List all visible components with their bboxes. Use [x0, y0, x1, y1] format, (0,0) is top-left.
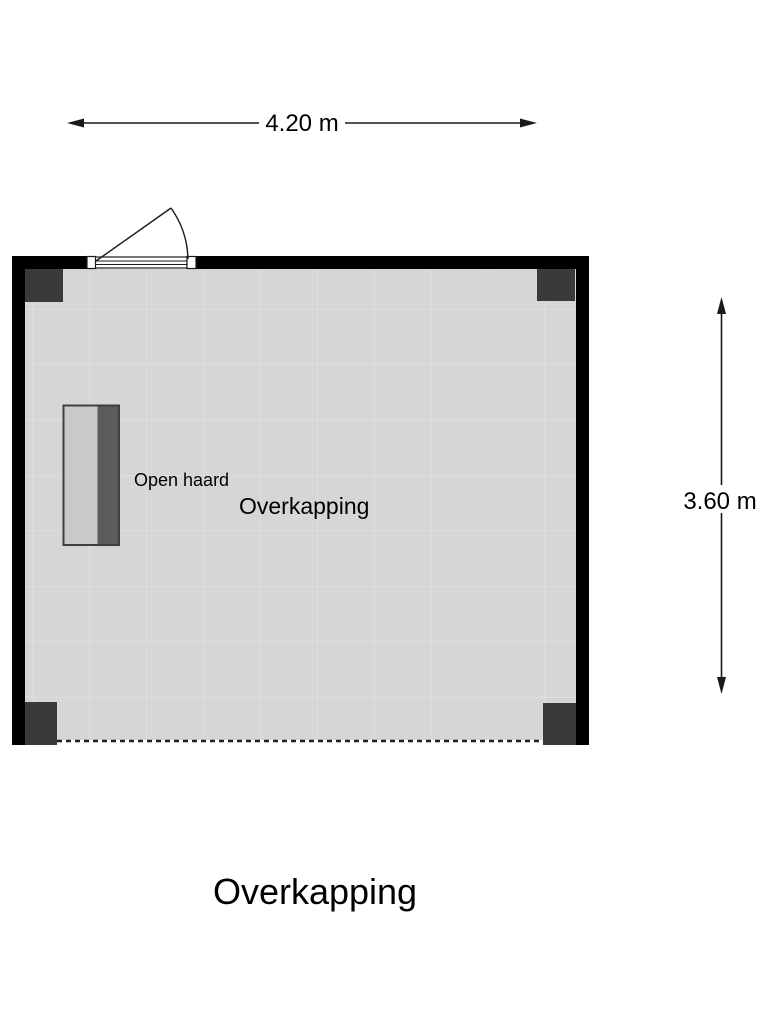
fireplace-firebox — [97, 406, 118, 544]
door-threshold — [94, 256, 188, 269]
arrow-up-icon — [717, 297, 726, 314]
door — [86, 207, 197, 270]
width-dimension-label: 4.20 m — [265, 110, 338, 137]
height-dimension: 3.60 m — [683, 297, 757, 694]
wall-right — [576, 256, 589, 745]
corner-post-top-left — [25, 269, 63, 302]
wall-top-right-segment — [196, 256, 589, 269]
door-swing-arc — [170, 207, 189, 260]
plan-title: Overkapping — [213, 871, 417, 912]
width-dimension: 4.20 m — [67, 110, 537, 137]
arrow-left-icon — [67, 118, 84, 128]
fireplace-label: Open haard — [134, 470, 229, 490]
arrow-right-icon — [520, 118, 537, 128]
walls — [12, 256, 589, 745]
corner-post-top-right — [537, 269, 575, 301]
door-jamb-left — [86, 255, 97, 270]
height-dimension-label: 3.60 m — [683, 488, 756, 515]
corner-post-bottom-left — [25, 702, 57, 745]
wall-top-left-segment — [12, 256, 87, 269]
door-leaf — [95, 207, 172, 262]
wall-left — [12, 256, 25, 745]
door-jamb-right — [186, 255, 197, 270]
room-label: Overkapping — [239, 493, 369, 519]
corner-post-bottom-right — [543, 703, 576, 745]
fireplace — [62, 404, 120, 546]
arrow-down-icon — [717, 677, 726, 694]
